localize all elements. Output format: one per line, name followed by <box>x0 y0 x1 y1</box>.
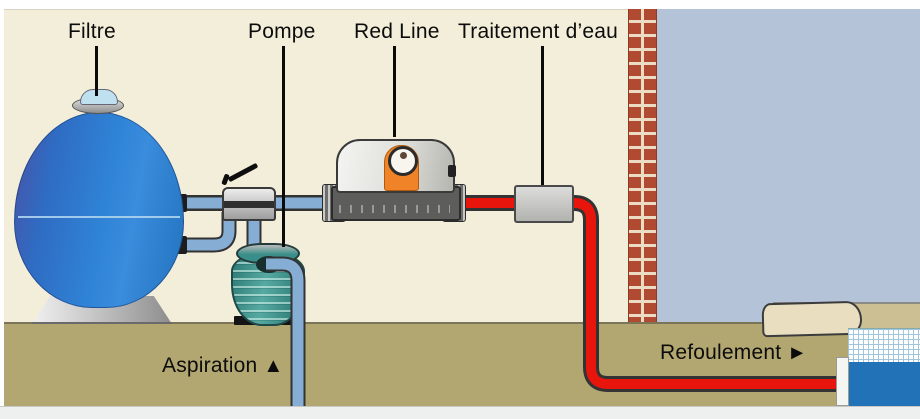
red-line-label: Red Line <box>354 20 440 43</box>
brick-wall <box>628 9 657 323</box>
filter-tank <box>14 112 184 308</box>
image-bottom-margin <box>0 406 920 419</box>
filter-pointer-line <box>95 46 98 96</box>
valve-band <box>224 201 274 208</box>
discharge-label: Refoulement► <box>660 341 807 365</box>
pool-tile-band <box>848 328 920 363</box>
filter-label: Filtre <box>68 20 116 43</box>
up-arrow-icon: ▲ <box>263 355 284 377</box>
suction-label: Aspiration▲ <box>162 354 283 378</box>
filter-lid-dome <box>80 89 118 105</box>
filter-base-edge <box>32 322 172 324</box>
ground <box>4 322 848 408</box>
right-arrow-icon: ► <box>787 342 808 364</box>
heater-ribs <box>339 205 450 214</box>
pump-label: Pompe <box>248 20 316 43</box>
pump-inlet <box>256 256 282 273</box>
water-treatment-label: Traitement d’eau <box>458 20 619 43</box>
suction-label-text: Aspiration <box>162 354 258 377</box>
pump-foot <box>234 316 256 325</box>
filter-lower-port <box>176 236 187 254</box>
discharge-label-text: Refoulement <box>660 341 782 364</box>
filter-seam <box>18 215 180 218</box>
heater-side-knob <box>448 165 456 177</box>
heater-dial <box>388 146 418 176</box>
pool-water <box>848 362 920 406</box>
red-line-pointer-line <box>393 46 396 137</box>
treatment-pointer-line <box>541 46 544 185</box>
heater-dial-knob <box>400 152 407 159</box>
multiport-valve <box>222 187 276 221</box>
water-treatment-unit <box>514 185 574 223</box>
outdoor-background <box>656 9 920 322</box>
pool-return-outlet <box>836 357 849 406</box>
pump-pointer-line <box>282 46 285 247</box>
